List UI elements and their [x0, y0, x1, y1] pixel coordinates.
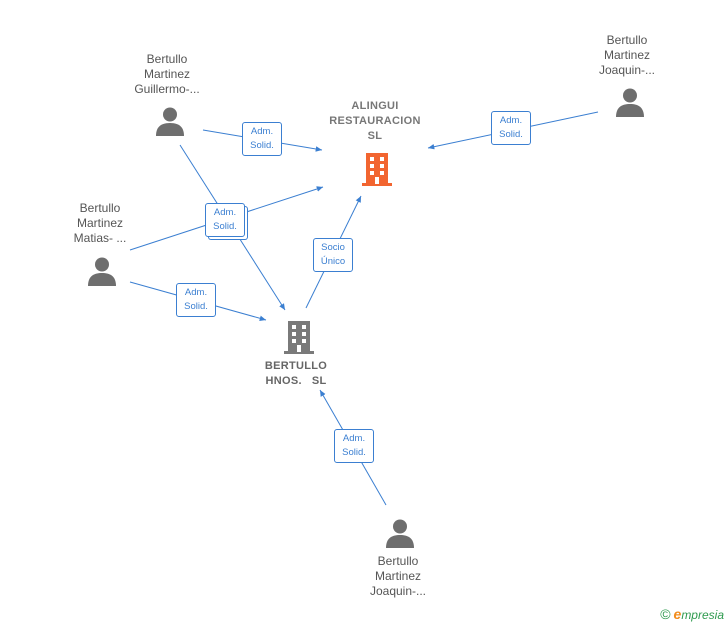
person-icon — [156, 107, 184, 136]
person-name-joaquin-top: Bertullo Martinez Joaquin-... — [572, 33, 682, 78]
person-name-matias: Bertullo Martinez Matias- ... — [45, 201, 155, 246]
edge-label-line: Único — [320, 256, 346, 267]
person-icon — [616, 88, 644, 117]
edge-label-line: Adm. — [342, 433, 366, 444]
edge-label-line: Solid. — [250, 140, 274, 151]
edge-label-matias-guillermo-stack[interactable]: Adm. Solid. — [205, 203, 245, 237]
company-name-line: BERTULLO — [264, 360, 328, 372]
person-name-line: Matias- ... — [73, 231, 127, 245]
person-name-line: Joaquin-... — [369, 584, 427, 598]
brand-name: mpresia — [681, 608, 724, 622]
brand-watermark: ©empresia — [660, 606, 724, 622]
person-name-guillermo: Bertullo Martinez Guillermo-... — [112, 52, 222, 97]
edge-label-matias-hnos[interactable]: Adm. Solid. — [176, 283, 216, 317]
company-name-bertullo-hnos: BERTULLO HNOS. SL — [236, 359, 356, 389]
person-name-line: Martinez — [603, 48, 650, 62]
edge-label-line: Adm. — [213, 207, 237, 218]
edge-label-line: Adm. — [499, 115, 523, 126]
building-icon — [284, 321, 314, 354]
person-name-line: Guillermo-... — [134, 82, 200, 96]
person-name-line: Joaquin-... — [598, 63, 656, 77]
person-icon — [88, 257, 116, 286]
company-name-line: ALINGUI — [351, 100, 399, 112]
person-icon — [386, 519, 414, 548]
edge-label-line: Solid. — [213, 221, 237, 232]
edge-label-line: Socio — [321, 242, 345, 253]
person-name-line: Bertullo — [79, 201, 121, 215]
edge-label-hnos-alingui[interactable]: Socio Único — [313, 238, 353, 272]
edge-label-line: Adm. — [184, 287, 208, 298]
edge-label-guillermo-alingui[interactable]: Adm. Solid. — [242, 122, 282, 156]
copyright-symbol: © — [660, 606, 671, 622]
person-name-line: Martinez — [76, 216, 123, 230]
person-name-line: Bertullo — [606, 33, 648, 47]
company-name-alingui: ALINGUI RESTAURACION SL — [315, 99, 435, 144]
person-name-line: Martinez — [374, 569, 421, 583]
edge-label-line: Solid. — [342, 447, 366, 458]
person-name-line: Bertullo — [377, 554, 419, 568]
edge-label-joaquin-bottom-hnos[interactable]: Adm. Solid. — [334, 429, 374, 463]
person-name-line: Bertullo — [146, 52, 188, 66]
company-name-line: SL — [367, 130, 383, 142]
person-name-joaquin-bottom: Bertullo Martinez Joaquin-... — [343, 554, 453, 599]
edge-label-line: Solid. — [499, 129, 523, 140]
edge-label-line: Adm. — [250, 126, 274, 137]
edge-label-joaquin-top-alingui[interactable]: Adm. Solid. — [491, 111, 531, 145]
edge-label-line: Solid. — [184, 301, 208, 312]
company-name-line: HNOS. SL — [265, 375, 327, 387]
brand-initial: e — [673, 606, 682, 622]
building-icon — [362, 153, 392, 186]
person-name-line: Martinez — [143, 67, 190, 81]
company-name-line: RESTAURACION — [329, 115, 421, 127]
